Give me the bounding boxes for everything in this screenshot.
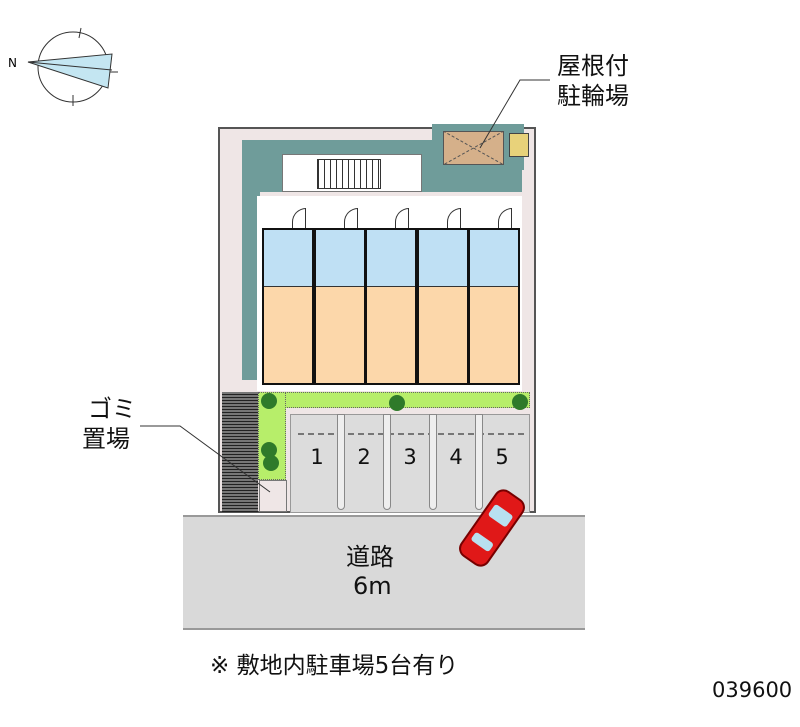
bathroom-kitchen [264, 230, 312, 287]
apartment-unit [365, 228, 418, 385]
bike-parking-label: 屋根付 [557, 52, 629, 80]
garbage-label-2: 置場 [82, 425, 130, 453]
parking-divider [475, 414, 483, 510]
parking-divider [429, 414, 437, 510]
compass-north-label: N [8, 56, 17, 70]
gravel [222, 392, 258, 512]
bike-shed-roof [443, 131, 505, 166]
door-icon [395, 208, 410, 228]
tree [261, 442, 277, 458]
apartment-unit [262, 228, 314, 385]
parking-divider [337, 414, 345, 510]
parking-space-number: 3 [403, 445, 417, 469]
parking-space-number: 2 [357, 445, 371, 469]
tree [263, 455, 279, 471]
bathroom-kitchen [367, 230, 416, 287]
walkway-side [242, 180, 260, 380]
parking-line [298, 433, 524, 435]
tree [261, 393, 277, 409]
parking-divider [383, 414, 391, 510]
garbage-label: ゴミ [88, 395, 136, 423]
compass-icon: N [8, 27, 118, 106]
road-width-label: 6m [353, 572, 392, 600]
tree [512, 394, 528, 410]
door-icon [446, 208, 461, 228]
door-icon [498, 208, 513, 228]
parking-space-number: 1 [310, 445, 324, 469]
bike-icon [509, 133, 529, 157]
door-icon [292, 208, 306, 228]
road-label: 道路 [346, 543, 394, 571]
bathroom-kitchen [418, 230, 467, 287]
parking-space-number: 5 [495, 445, 509, 469]
parking-lot [290, 414, 530, 513]
apartment-unit [416, 228, 469, 385]
bathroom-kitchen [315, 230, 364, 287]
tree [389, 395, 405, 411]
apartment-unit [468, 228, 521, 385]
garbage-area [259, 480, 287, 512]
bike-parking-label-2: 駐輪場 [557, 82, 629, 110]
stairs [282, 154, 422, 192]
bathroom-kitchen [470, 230, 519, 287]
property-id: 039600 [712, 678, 793, 702]
parking-space-number: 4 [449, 445, 463, 469]
parking-note: ※ 敷地内駐車場5台有り [210, 653, 459, 679]
road [183, 515, 585, 630]
apartment-unit [313, 228, 366, 385]
